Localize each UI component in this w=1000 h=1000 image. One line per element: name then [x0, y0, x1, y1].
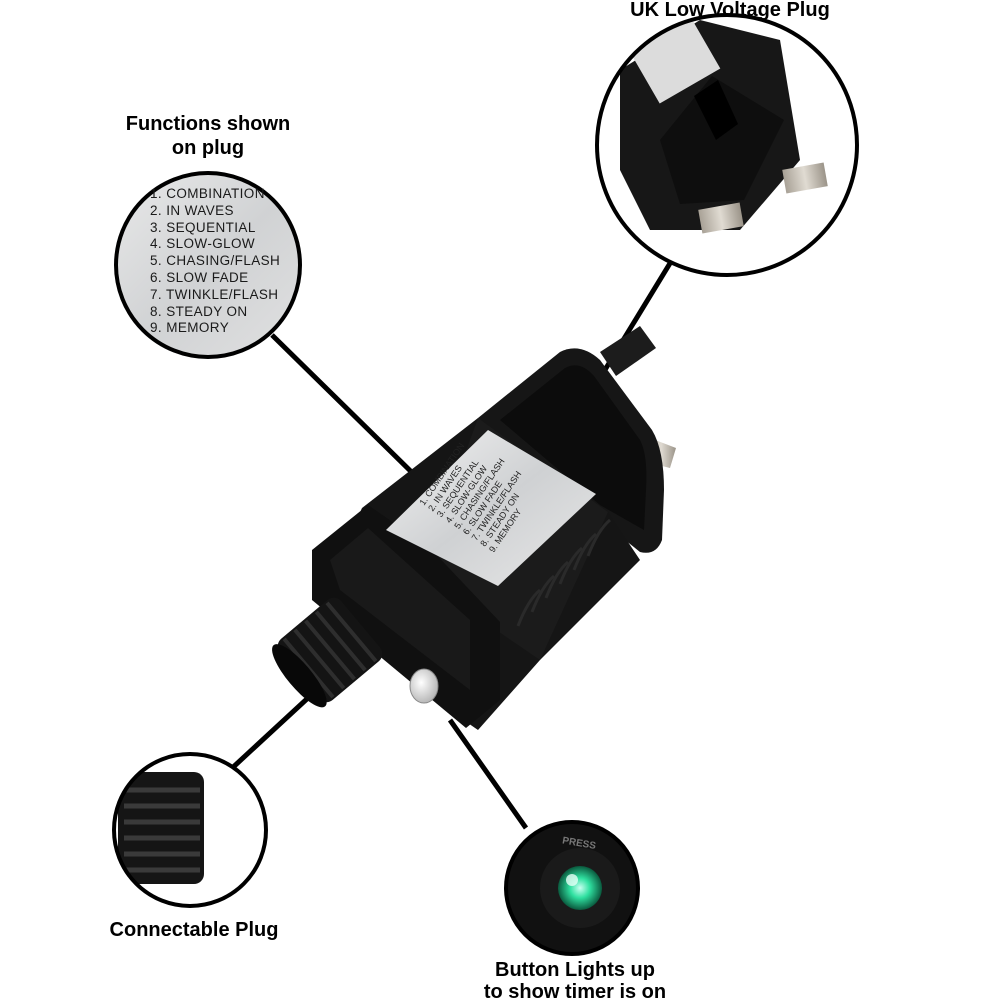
caption-uk-plug: UK Low Voltage Plug [630, 0, 830, 21]
callout-functions [114, 171, 302, 359]
caption-functions-1: Functions shown [125, 113, 291, 135]
function-item: 1. COMBINATION [150, 186, 265, 201]
device-button [409, 668, 439, 704]
function-item: 6. SLOW FADE [150, 270, 249, 285]
leader-line-button [447, 718, 529, 830]
function-item: 9. MEMORY [150, 320, 230, 336]
led-light-icon [558, 866, 602, 910]
device-label [386, 430, 596, 586]
caption-button-1: Button Lights up [495, 959, 655, 981]
function-item: 3. SEQUENTIAL [150, 219, 256, 235]
pin-live-icon [782, 162, 828, 194]
adapter-device [272, 326, 676, 730]
caption-functions-2: on plug [171, 137, 245, 159]
threaded-connector [272, 597, 383, 708]
function-item: 2. IN WAVES [150, 202, 234, 218]
pin-neutral-icon [698, 202, 744, 234]
pin-earth-icon [694, 80, 738, 140]
function-item: 7. TWINKLE/FLASH [150, 286, 279, 302]
pin-top [600, 326, 656, 376]
caption-connectable: Connectable Plug [109, 919, 279, 941]
function-item: 5. CHASING/FLASH [150, 253, 281, 269]
callout-connectable [112, 752, 268, 908]
function-item: 4. SLOW-GLOW [150, 236, 256, 252]
callout-uk-plug [595, 13, 859, 277]
callout-button: PRESS [504, 820, 640, 956]
caption-button-2: to show timer is on [483, 981, 667, 1000]
function-item: 8. STEADY ON [150, 303, 248, 319]
